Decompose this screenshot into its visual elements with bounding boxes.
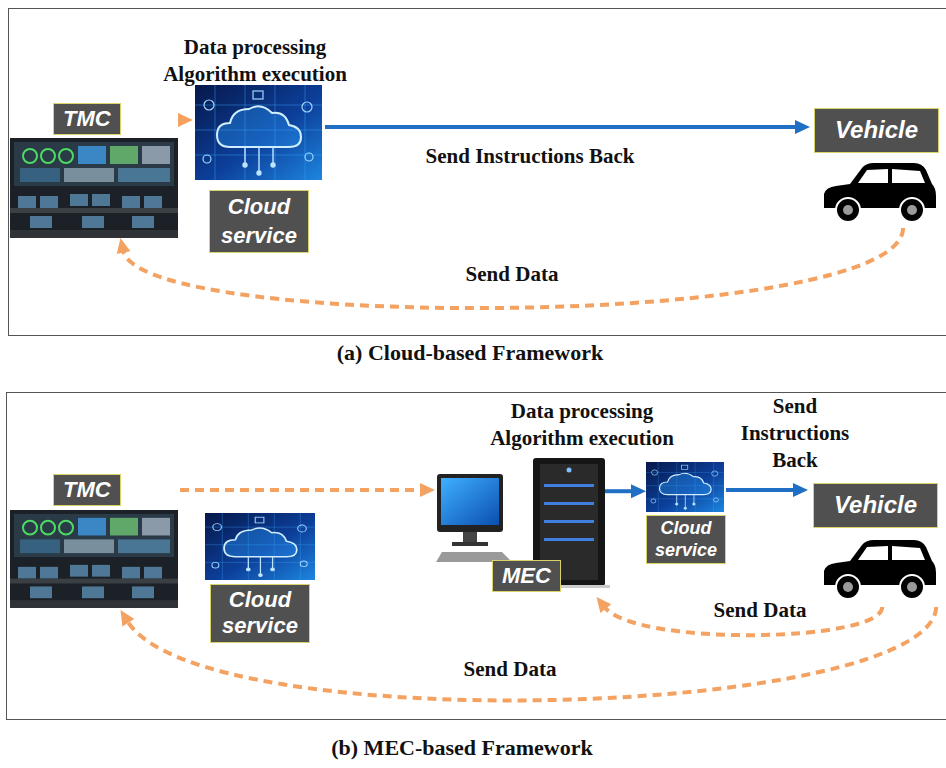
node-label: Cloud service bbox=[210, 584, 310, 643]
instruction-arrow bbox=[605, 484, 646, 498]
car-icon bbox=[824, 163, 936, 222]
node-label: TMC bbox=[53, 474, 121, 506]
edge-label: Send Data bbox=[427, 656, 593, 683]
sub-caption: (b) MEC-based Framework bbox=[331, 735, 593, 761]
label-box-node: Cloud service bbox=[193, 84, 325, 259]
data-flow-arrow bbox=[178, 113, 193, 127]
control-room-photo bbox=[10, 510, 178, 608]
label-box-node: Cloud service bbox=[203, 512, 317, 652]
cloud-picture bbox=[646, 462, 724, 512]
instruction-arrow bbox=[325, 120, 810, 134]
edge-label: Send Data bbox=[429, 261, 595, 288]
edge-label: Send Data bbox=[692, 597, 828, 624]
node-label: Cloud service bbox=[646, 515, 726, 564]
label-box-node: Vehicle bbox=[808, 483, 943, 607]
node-label: Vehicle bbox=[814, 108, 939, 153]
annotation-text: Data processing Algorithm execution bbox=[466, 398, 698, 452]
panel-frame bbox=[9, 9, 946, 336]
label-box-node: Vehicle bbox=[810, 108, 943, 228]
node-label: Cloud service bbox=[209, 190, 309, 253]
annotation-text: Data processing Algorithm execution bbox=[139, 34, 371, 88]
cloud-picture bbox=[205, 513, 315, 580]
label-box-node: Cloud service bbox=[646, 460, 726, 574]
data-flow-arrow bbox=[180, 483, 435, 497]
cloud-picture bbox=[195, 85, 322, 180]
label-box-node: TMC bbox=[10, 470, 180, 610]
sub-caption: (a) Cloud-based Framework bbox=[337, 340, 603, 366]
node-label: TMC bbox=[53, 103, 121, 135]
instruction-arrow bbox=[726, 483, 808, 497]
data-flow-arrow bbox=[597, 597, 883, 635]
node-label: MEC bbox=[492, 560, 561, 592]
label-box-node: MEC bbox=[435, 455, 605, 597]
label-box-node: TMC bbox=[10, 100, 180, 238]
node-label: Vehicle bbox=[813, 483, 938, 528]
car-icon bbox=[824, 540, 936, 599]
control-room-photo bbox=[10, 138, 178, 238]
panel-frame bbox=[7, 393, 946, 720]
edge-label: Send Instructions Back bbox=[731, 393, 859, 474]
edge-label: Send Instructions Back bbox=[420, 143, 641, 170]
